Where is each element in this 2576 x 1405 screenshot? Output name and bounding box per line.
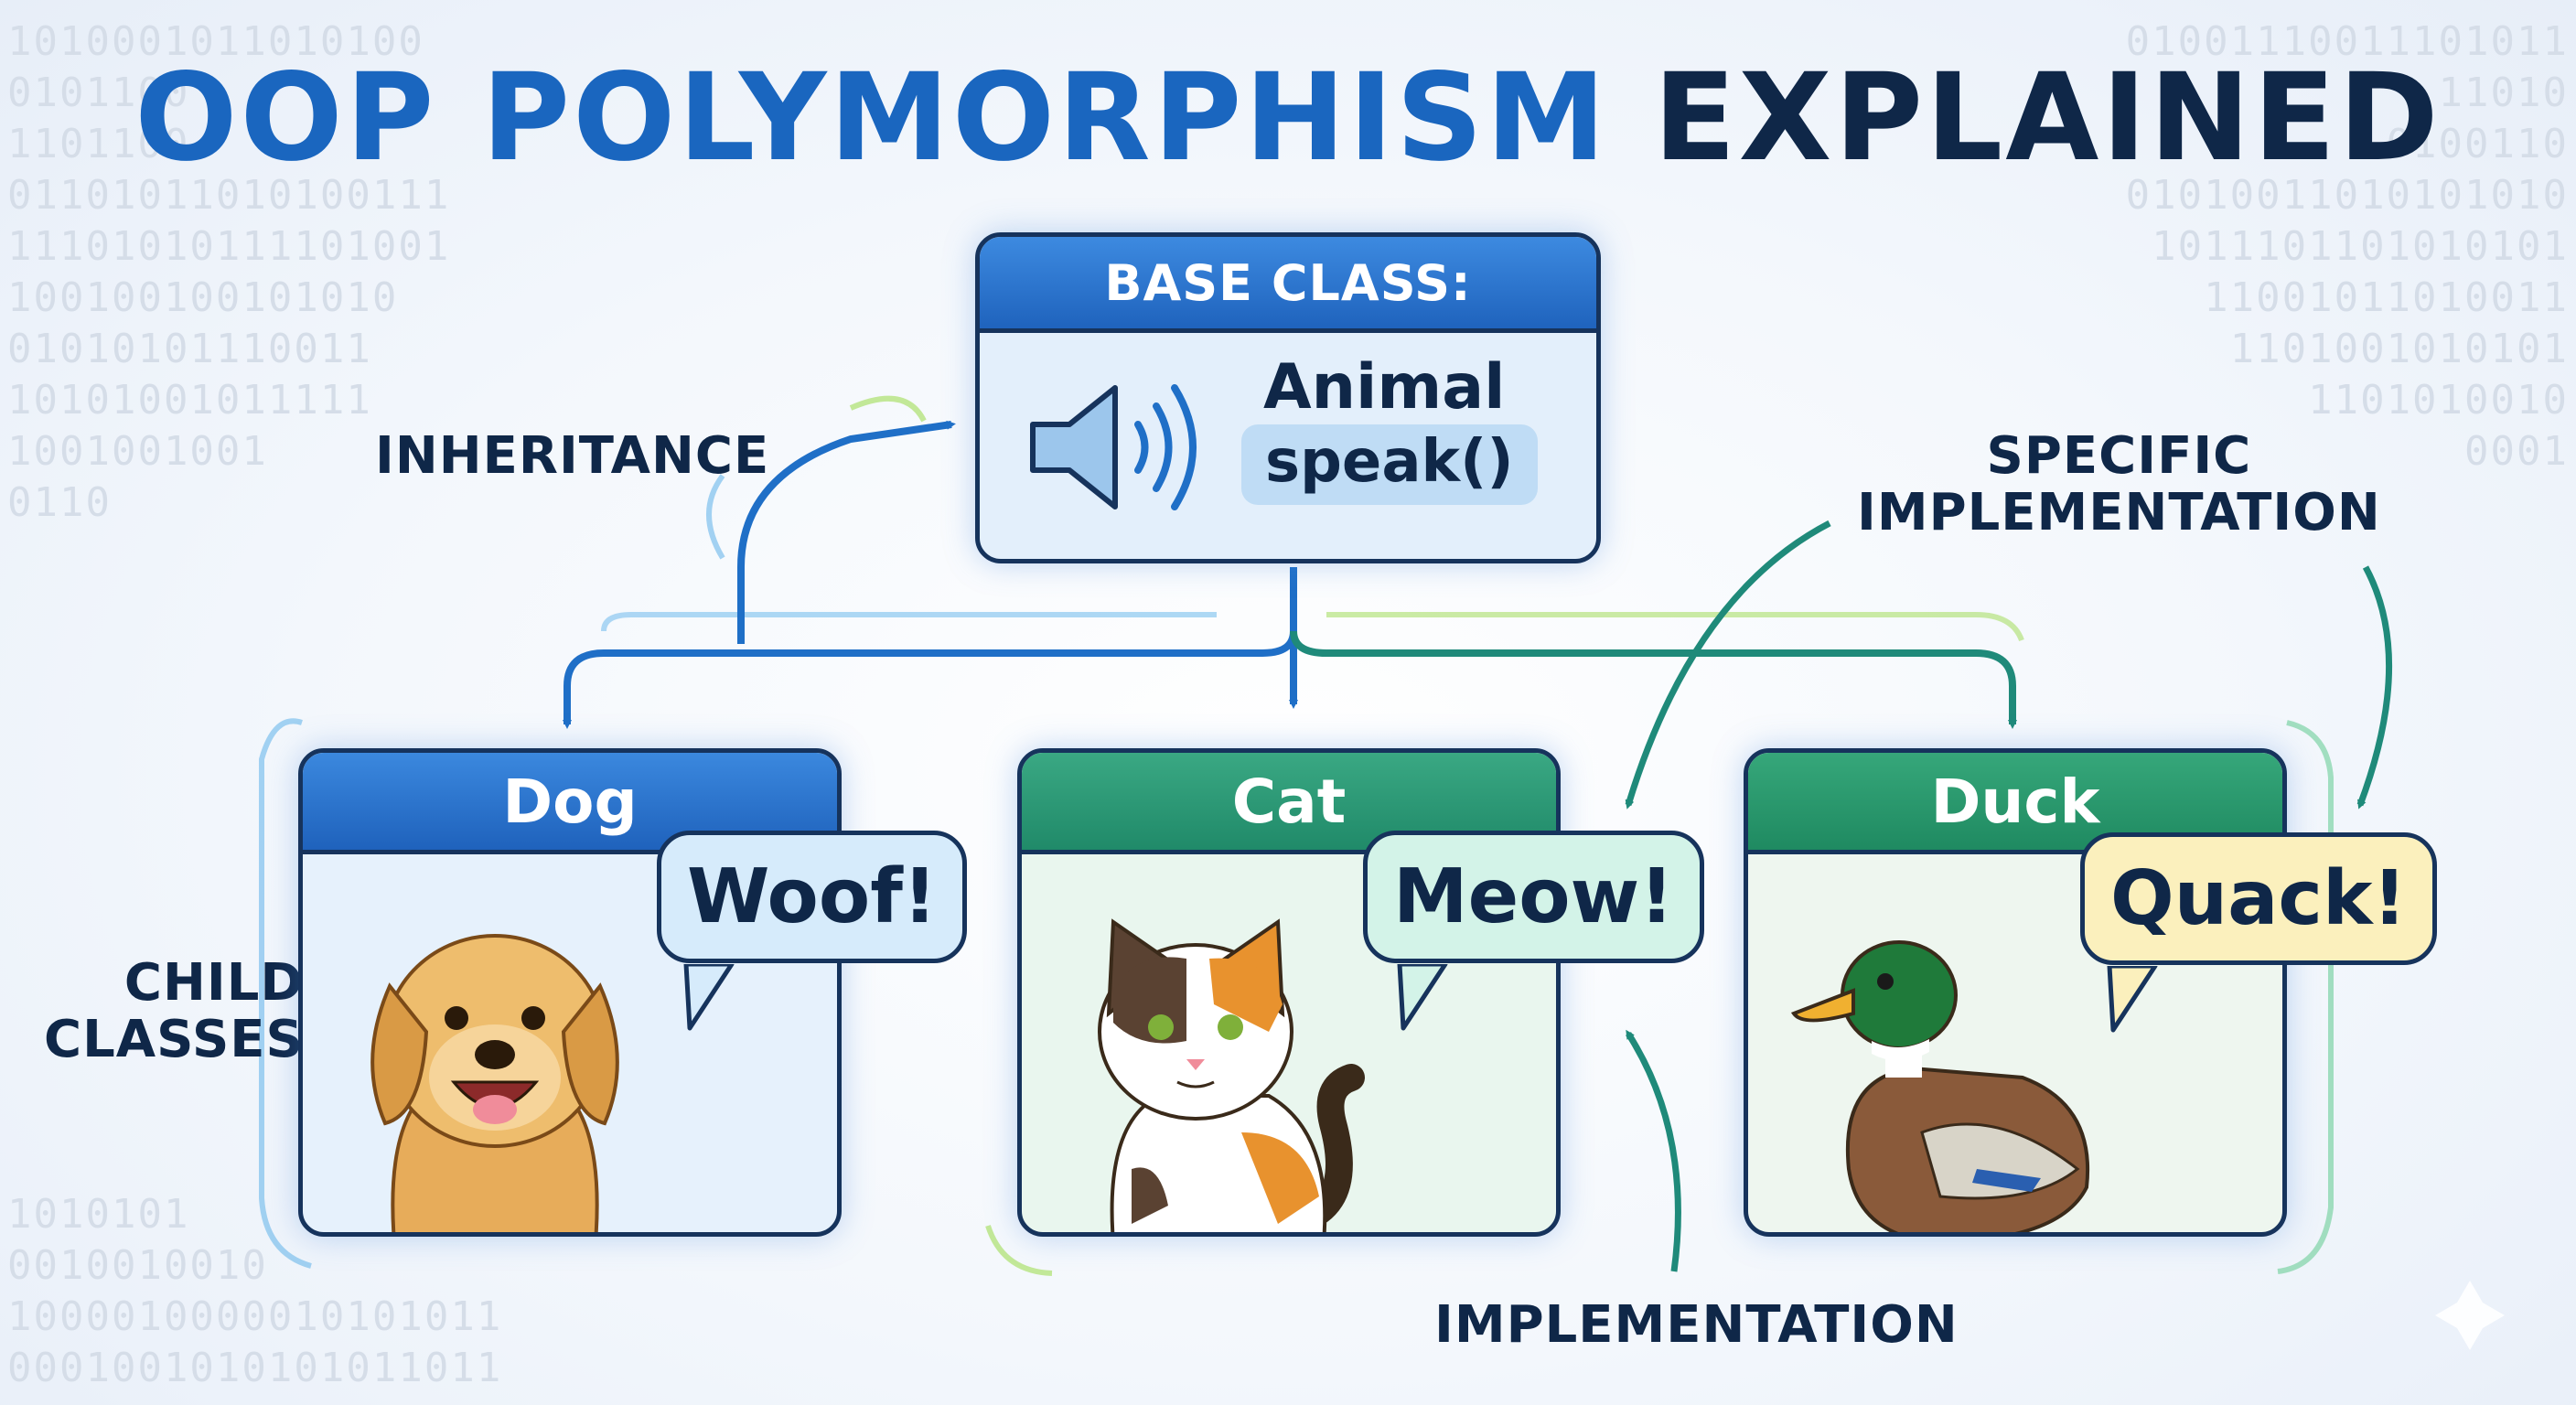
- base-class-card: BASE CLASS: Animal speak(): [975, 232, 1601, 563]
- duck-bubble-tail: [2107, 966, 2158, 1033]
- title-part-polymorphism: OOP POLYMORPHISM: [134, 48, 1609, 188]
- glow-line-left: [601, 612, 1217, 632]
- cat-speech-bubble: Meow!: [1363, 831, 1704, 963]
- duck-illustration: [1790, 940, 2090, 1232]
- binary-background-bottom: 1010101 0010010010 1000010000010101011 0…: [7, 1191, 503, 1391]
- dog-speech-bubble: Woof!: [657, 831, 968, 963]
- cat-class-card: Cat: [1017, 748, 1561, 1237]
- child-line-2: CLASSES: [44, 1010, 304, 1069]
- page-title: OOP POLYMORPHISM EXPLAINED: [0, 48, 2576, 188]
- binary-background-right: 01001110011101011 11010 0100110 01010011…: [2125, 18, 2569, 475]
- duck-class-card: Duck: [1744, 748, 2287, 1237]
- cat-illustration: [1098, 918, 1365, 1232]
- child-classes-label: CHILD CLASSES: [44, 955, 304, 1068]
- specific-line-1: SPECIFIC: [1986, 426, 2252, 486]
- dog-bubble-tail: [683, 964, 735, 1031]
- duck-speech-bubble: Quack!: [2080, 832, 2437, 965]
- specific-arrow-cat: [1625, 520, 1831, 810]
- inheritance-label: INHERITANCE: [375, 426, 770, 486]
- glow-arc-inherit: [706, 474, 725, 560]
- base-class-name: Animal: [1263, 351, 1506, 424]
- binary-background-left: 1010001011010100 0101100 1101100 0110101…: [7, 18, 451, 526]
- base-class-header: BASE CLASS:: [980, 237, 1596, 333]
- base-class-method: speak(): [1241, 424, 1538, 505]
- arrow-to-duck: [1290, 630, 2017, 729]
- arrow-to-dog: [563, 630, 1297, 729]
- dog-illustration: [370, 934, 619, 1232]
- dog-class-card: Dog: [298, 748, 842, 1237]
- title-part-explained: EXPLAINED: [1653, 48, 2442, 188]
- speaker-icon: [1030, 384, 1197, 510]
- sparkle-icon: [2435, 1281, 2505, 1350]
- specific-arrow-duck: [2356, 565, 2393, 810]
- child-line-1: CHILD: [123, 953, 304, 1013]
- specific-implementation-label: SPECIFIC IMPLEMENTATION: [1857, 428, 2381, 542]
- implementation-label: IMPLEMENTATION: [1434, 1295, 1959, 1355]
- bracket-duck: [2277, 720, 2334, 1274]
- glow-arc-top: [849, 395, 927, 423]
- implementation-arrow: [1626, 1029, 1681, 1272]
- base-class-body: Animal speak(): [980, 333, 1596, 559]
- cat-bubble-tail: [1397, 964, 1448, 1031]
- bracket-cat: [985, 1225, 1053, 1276]
- specific-line-2: IMPLEMENTATION: [1857, 483, 2381, 542]
- glow-line-right: [1326, 612, 2024, 642]
- inheritance-arrow: [737, 420, 956, 644]
- bracket-dog: [259, 718, 312, 1269]
